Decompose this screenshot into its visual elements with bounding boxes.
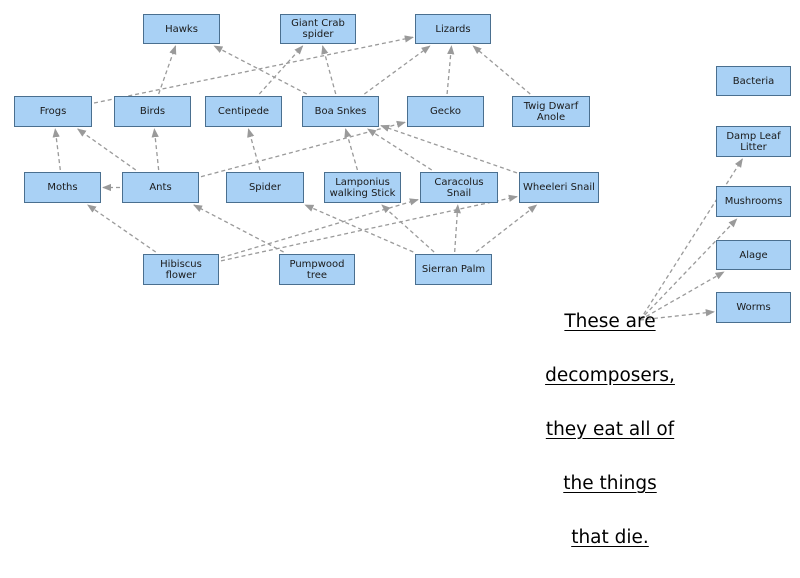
note-line: that die. bbox=[571, 527, 649, 548]
node-hawks: Hawks bbox=[143, 14, 220, 44]
arrow-sierran-palm-to-spider bbox=[304, 204, 414, 253]
arrow-lamponius-walking-stick-to-boa-snakes bbox=[344, 128, 359, 171]
arrow-decomposer-origin-to-damp-leaf-litter bbox=[639, 158, 743, 321]
arrow-decomposer-origin-to-alage bbox=[639, 271, 725, 321]
node-sierran-palm: Sierran Palm bbox=[415, 254, 492, 285]
node-worms: Worms bbox=[716, 292, 791, 323]
node-twig-dwarf-anole: Twig Dwarf Anole bbox=[512, 96, 590, 127]
arrow-layer bbox=[52, 35, 743, 321]
node-moths: Moths bbox=[24, 172, 101, 203]
note-line: These are bbox=[564, 311, 656, 332]
node-lizards: Lizards bbox=[415, 14, 491, 44]
arrow-hibiscus-flower-to-caracolus-snail bbox=[220, 198, 419, 259]
node-spider: Spider bbox=[226, 172, 304, 203]
arrow-ants-to-gecko bbox=[200, 120, 406, 178]
arrow-sierran-palm-to-lamponius-walking-stick bbox=[381, 204, 435, 253]
note-line: they eat all of bbox=[545, 419, 675, 440]
node-boa-snakes: Boa Snkes bbox=[302, 96, 379, 127]
node-giant-crab-spider: Giant Crab spider bbox=[280, 14, 356, 44]
note-line: the things bbox=[563, 473, 657, 494]
arrow-caracolus-snail-to-boa-snakes bbox=[367, 128, 433, 171]
arrow-birds-to-hawks bbox=[158, 45, 177, 95]
decomposers-note: These are decomposers, they eat all of t… bbox=[522, 281, 698, 578]
arrow-hibiscus-flower-to-wheeleri-snail bbox=[220, 194, 518, 262]
node-wheeleri-snail: Wheeleri Snail bbox=[519, 172, 599, 203]
node-caracolus-snail: Caracolus Snail bbox=[420, 172, 498, 203]
arrow-gecko-to-lizards bbox=[446, 45, 455, 95]
node-ants: Ants bbox=[122, 172, 199, 203]
node-pumpwood-tree: Pumpwood tree bbox=[279, 254, 355, 285]
arrow-hibiscus-flower-to-moths bbox=[87, 204, 157, 253]
note-line: decomposers, bbox=[545, 365, 675, 386]
node-alage: Alage bbox=[716, 240, 791, 270]
arrow-twig-dwarf-anole-to-lizards bbox=[472, 45, 531, 95]
arrow-boa-snakes-to-lizards bbox=[363, 45, 431, 95]
arrow-sierran-palm-to-caracolus-snail bbox=[453, 204, 461, 253]
node-birds: Birds bbox=[114, 96, 191, 127]
node-mushrooms: Mushrooms bbox=[716, 186, 791, 217]
arrow-centipede-to-giant-crab-spider bbox=[258, 45, 304, 95]
arrow-ants-to-frogs bbox=[77, 128, 137, 171]
node-frogs: Frogs bbox=[14, 96, 92, 127]
arrow-pumpwood-tree-to-ants bbox=[193, 204, 284, 253]
arrow-ants-to-birds bbox=[151, 128, 160, 171]
arrow-wheeleri-snail-to-boa-snakes bbox=[380, 124, 518, 174]
node-lamponius-walking-stick: Lamponius walking Stick bbox=[324, 172, 401, 203]
arrow-moths-to-frogs bbox=[52, 128, 61, 171]
arrow-decomposer-origin-to-mushrooms bbox=[639, 218, 738, 321]
arrow-decomposer-origin-to-worms bbox=[639, 309, 715, 321]
arrow-sierran-palm-to-wheeleri-snail bbox=[475, 204, 538, 253]
arrow-spider-to-centipede bbox=[247, 128, 261, 171]
arrow-boa-snakes-to-hawks bbox=[213, 45, 308, 95]
node-gecko: Gecko bbox=[407, 96, 484, 127]
node-damp-leaf-litter: Damp Leaf Litter bbox=[716, 126, 791, 157]
node-centipede: Centipede bbox=[205, 96, 282, 127]
arrow-boa-snakes-to-giant-crab-spider bbox=[321, 45, 337, 95]
arrow-frogs-to-lizards bbox=[93, 35, 414, 104]
node-hibiscus-flower: Hibiscus flower bbox=[143, 254, 219, 285]
food-web-diagram bbox=[52, 35, 743, 321]
node-bacteria: Bacteria bbox=[716, 66, 791, 96]
